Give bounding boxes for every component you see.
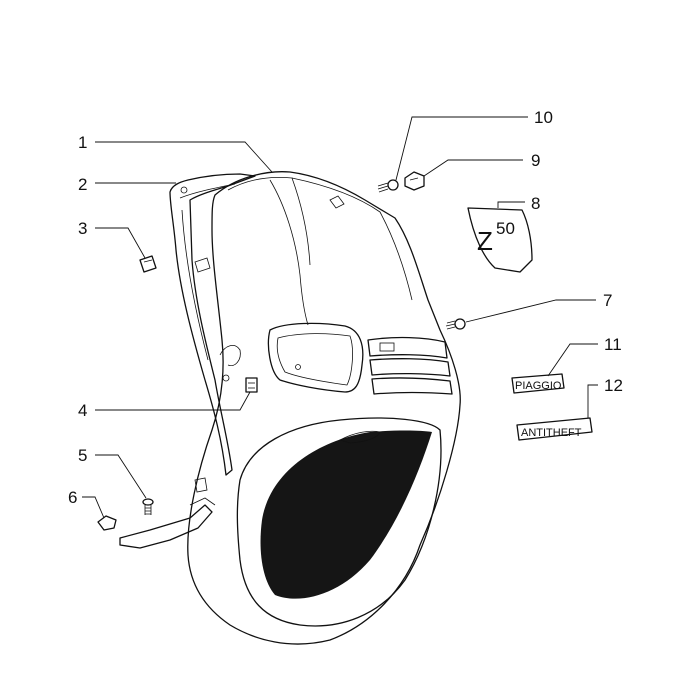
antitheft-text: ANTITHEFT <box>521 427 582 439</box>
callout-11: 11 <box>604 335 622 354</box>
leader-lines <box>82 116 598 519</box>
z50-number: 50 <box>496 219 515 238</box>
callout-numbers: 1 2 3 4 5 6 7 8 9 10 11 12 <box>68 108 623 507</box>
z50-badge: Z 50 <box>467 207 533 273</box>
piaggio-decal: PIAGGIO <box>511 373 565 394</box>
callout-10: 10 <box>534 108 553 127</box>
callout-12: 12 <box>604 376 623 395</box>
clip-part-3 <box>139 255 157 273</box>
grille <box>367 336 453 395</box>
z50-letter: Z <box>477 226 493 256</box>
callout-7: 7 <box>603 291 612 310</box>
nut-part-9 <box>404 171 425 191</box>
callout-9: 9 <box>531 151 540 170</box>
screw-part-5 <box>142 498 154 515</box>
backing-plate <box>119 173 256 549</box>
callout-6: 6 <box>68 488 77 507</box>
clip-top <box>329 195 345 209</box>
screw-part-7 <box>445 318 466 330</box>
callout-1: 1 <box>78 133 87 152</box>
callout-5: 5 <box>78 446 87 465</box>
wheel-arch-shadow <box>260 430 432 599</box>
nut-part-6 <box>97 515 117 531</box>
leg-shield-body <box>187 171 461 645</box>
clip-part-4 <box>245 377 258 393</box>
callout-2: 2 <box>78 175 87 194</box>
screw-part-10 <box>377 179 399 193</box>
antitheft-decal: ANTITHEFT <box>516 417 593 441</box>
piaggio-text: PIAGGIO <box>515 380 562 392</box>
callout-4: 4 <box>78 401 87 420</box>
callout-3: 3 <box>78 219 87 238</box>
callout-8: 8 <box>531 194 540 213</box>
